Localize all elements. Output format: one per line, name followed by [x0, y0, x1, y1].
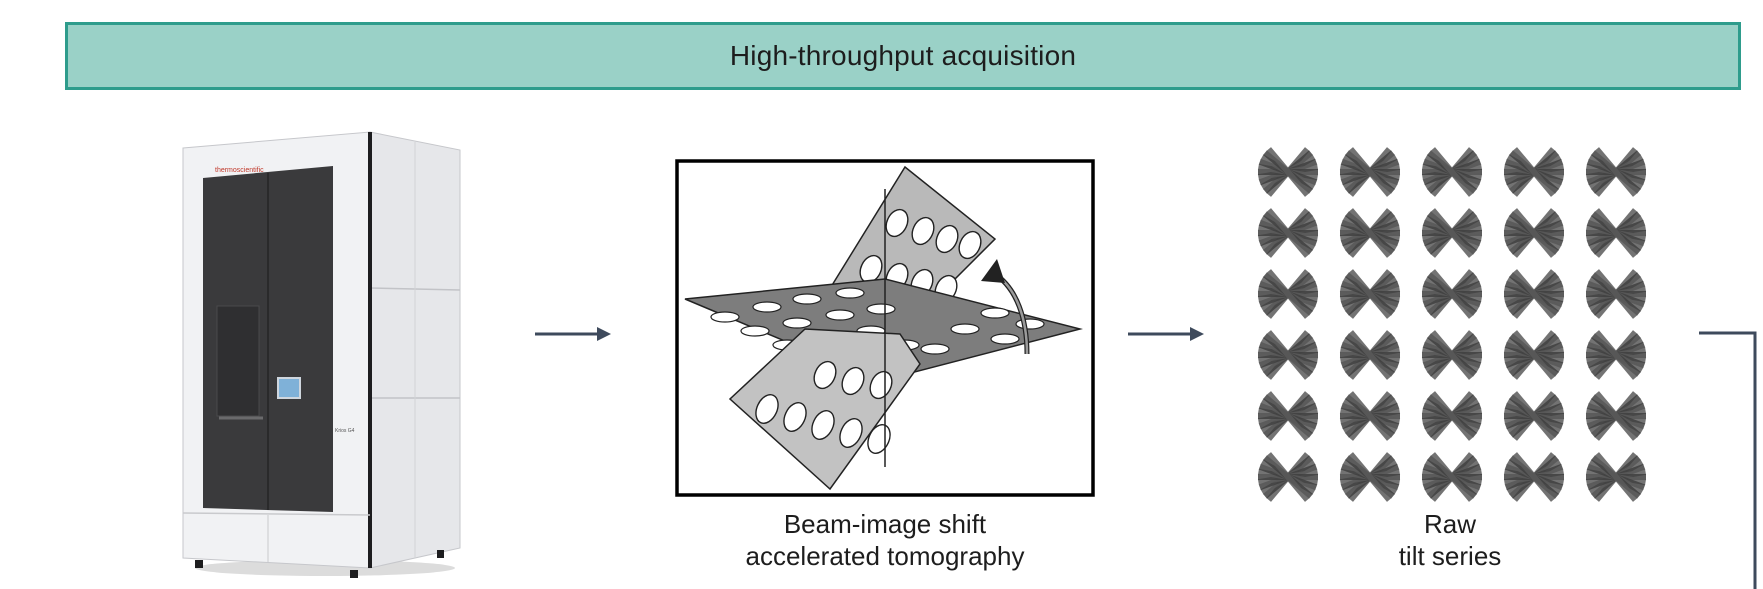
- tilt-series-stack: [1503, 208, 1565, 258]
- acquisition-banner: High-throughput acquisition: [65, 22, 1741, 90]
- tilt-series-stack: [1421, 330, 1483, 380]
- right-arrow-icon: [1128, 327, 1204, 341]
- tilt-series-stack: [1503, 452, 1565, 502]
- tilt-series-stack: [1421, 208, 1483, 258]
- tilt-series-stack: [1339, 269, 1401, 319]
- tilt-series-stack: [1585, 269, 1647, 319]
- tilt-series-stack: [1503, 330, 1565, 380]
- tilt-series-stack: [1585, 208, 1647, 258]
- tilt-series-stack: [1421, 147, 1483, 197]
- tilt-series-stack: [1585, 330, 1647, 380]
- tilt-series-stack: [1339, 147, 1401, 197]
- tilt-series-stack: [1257, 147, 1319, 197]
- tilt-caption: Raw tilt series: [1300, 508, 1600, 572]
- tilt-series-stack: [1339, 452, 1401, 502]
- tilt-series-stack: [1257, 208, 1319, 258]
- tilt-series-stack: [1339, 330, 1401, 380]
- tilt-series-stack: [1257, 452, 1319, 502]
- bis-caption-line2: accelerated tomography: [745, 541, 1025, 571]
- tilt-caption-line2: tilt series: [1398, 541, 1502, 571]
- tilt-series-stack: [1257, 269, 1319, 319]
- elbow-connector-icon: [1699, 331, 1757, 589]
- beam-image-shift-diagram: [675, 159, 1095, 497]
- tilt-series-stack: [1421, 391, 1483, 441]
- bis-caption-line1: Beam-image shift: [783, 509, 987, 539]
- tilt-series-stack: [1421, 452, 1483, 502]
- tilt-series-stack: [1339, 208, 1401, 258]
- tilt-caption-line1: Raw: [1423, 509, 1476, 539]
- tilt-series-stack: [1585, 147, 1647, 197]
- tilt-series-stack: [1503, 269, 1565, 319]
- banner-title: High-throughput acquisition: [729, 40, 1077, 71]
- tilt-series-stack: [1585, 391, 1647, 441]
- tilt-series-stack: [1503, 147, 1565, 197]
- tilt-series-stack: [1503, 391, 1565, 441]
- right-arrow-icon: [535, 327, 611, 341]
- microscope-illustration: thermoscientific Krios G4: [182, 131, 461, 578]
- model-label: Krios G4: [335, 428, 355, 434]
- tilt-series-stack: [1339, 391, 1401, 441]
- tilt-series-stack: [1257, 391, 1319, 441]
- tilt-series-stack: [1421, 269, 1483, 319]
- tilt-series-stack: [1585, 452, 1647, 502]
- tilt-series-grid: [1257, 147, 1647, 502]
- brand-label: thermoscientific: [215, 167, 264, 174]
- tilt-series-stack: [1257, 330, 1319, 380]
- bis-caption: Beam-image shift accelerated tomography: [695, 508, 1075, 572]
- curved-arrow-icon: [981, 259, 1005, 283]
